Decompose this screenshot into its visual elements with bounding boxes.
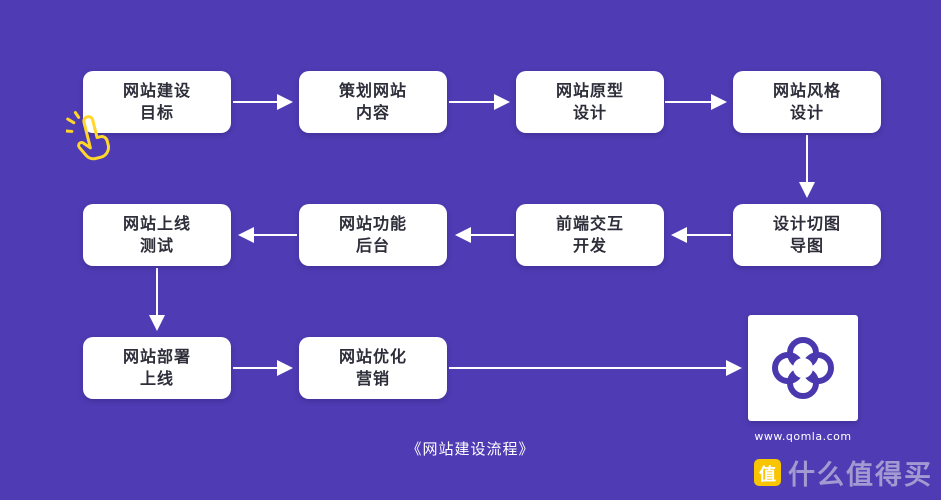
flow-node-style-design: 网站风格 设计: [733, 71, 881, 133]
flow-node-optimize-marketing: 网站优化 营销: [299, 337, 447, 399]
diagram-caption: 《网站建设流程》: [406, 440, 535, 458]
flow-node-frontend-interaction: 前端交互 开发: [516, 204, 664, 266]
node-label-line2: 测试: [139, 236, 174, 255]
logo-box: [748, 315, 858, 421]
watermark-label: 什么值得买: [788, 460, 933, 491]
node-label-line1: 网站功能: [338, 214, 407, 233]
node-label-line1: 策划网站: [338, 81, 407, 100]
watermark: 值 什么值得买: [754, 453, 933, 492]
node-label-line2: 导图: [789, 236, 824, 255]
website-url: www.qomla.com: [754, 430, 852, 443]
flow-node-prototype-design: 网站原型 设计: [516, 71, 664, 133]
node-label-line1: 网站上线: [122, 214, 191, 233]
flow-node-plan-content: 策划网站 内容: [299, 71, 447, 133]
node-label-line2: 营销: [355, 369, 390, 388]
flow-node-website-goal: 网站建设 目标: [83, 71, 231, 133]
node-label-line2: 上线: [139, 369, 174, 388]
flow-node-function-backend: 网站功能 后台: [299, 204, 447, 266]
node-label-line2: 开发: [572, 236, 607, 255]
node-label-line2: 设计: [789, 103, 824, 122]
node-label-line2: 后台: [355, 236, 390, 255]
node-label-line1: 网站部署: [122, 347, 191, 366]
node-label-line2: 目标: [139, 103, 174, 122]
node-label-line2: 设计: [572, 103, 607, 122]
node-label-line1: 设计切图: [772, 214, 841, 233]
node-label-line2: 内容: [355, 103, 390, 122]
node-label-line1: 前端交互: [555, 214, 624, 233]
flow-node-design-slicing: 设计切图 导图: [733, 204, 881, 266]
node-label-line1: 网站建设: [122, 81, 191, 100]
node-label-line1: 网站风格: [772, 81, 841, 100]
node-label-line1: 网站原型: [555, 81, 624, 100]
click-hand-icon: [64, 108, 116, 168]
qomla-logo-icon: [772, 337, 834, 399]
node-label-line1: 网站优化: [338, 347, 407, 366]
flow-node-launch-testing: 网站上线 测试: [83, 204, 231, 266]
smzdm-logo-icon: 值: [754, 459, 781, 486]
flow-node-deploy-launch: 网站部署 上线: [83, 337, 231, 399]
